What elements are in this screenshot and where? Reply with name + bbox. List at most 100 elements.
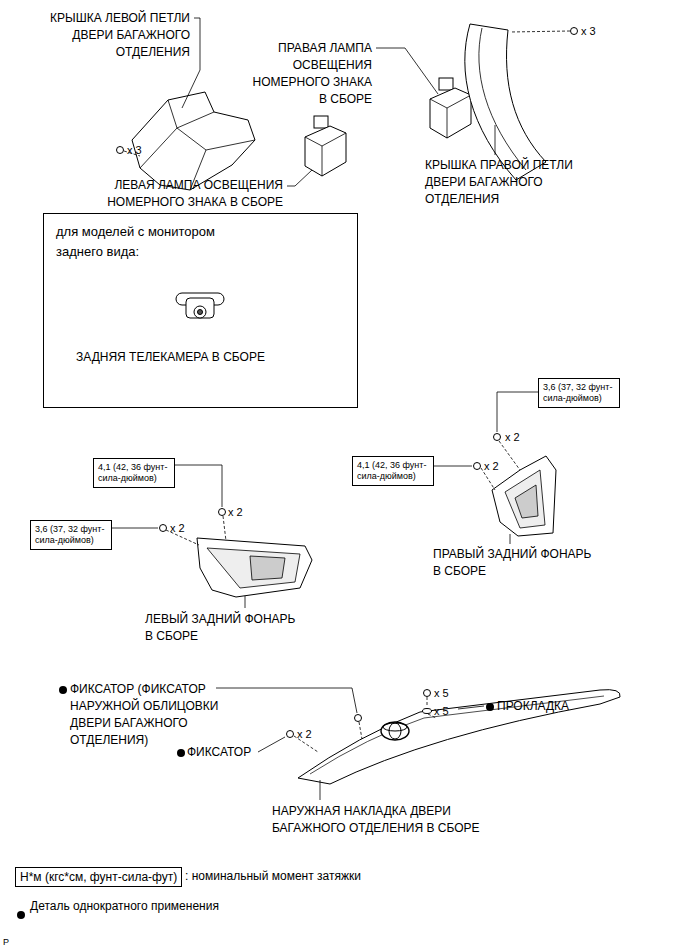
cover-edge [140,100,255,190]
right-hinge-cover [465,24,546,180]
label-holder: ФИКСАТОР (ФИКСАТОР НАРУЖНОЙ ОБЛИЦОВКИ ДВ… [70,681,230,749]
quantity: x 3 [581,24,596,38]
variant-box: для моделей с монитором заднего вида: ЗАД… [43,213,358,408]
leader-line [376,48,438,94]
assembly-line [510,31,570,32]
bolt [117,147,124,154]
page-mark: P [3,936,9,948]
torque-value: 4,1 (42, 36 фунт-сила-дюймов) [357,460,429,482]
label-holder: x 2 [170,521,185,535]
washer [423,709,432,714]
label-holder: КРЫШКА ЛЕВОЙ ПЕТЛИ ДВЕРИ БАГАЖНОГО ОТДЕЛ… [25,10,190,61]
lamp-connector [314,116,328,128]
leader-line [258,737,285,752]
cover-outline [132,92,255,190]
unit-text: Н*м (кгс*см, фунт-сила-фут) [20,869,177,885]
left-hinge-cover [132,92,255,190]
cover-outline [465,24,546,180]
lamp-lens [515,485,538,518]
leader-line [497,392,538,432]
one-time-dot [486,703,494,711]
leader-line [216,688,357,713]
label-holder: x 2 [228,505,243,519]
variant-heading: для моделей с монитором заднего вида: [56,222,241,262]
legend-holder: Деталь однократного применения [30,898,219,915]
fasteners [117,28,578,738]
emblem [381,722,409,740]
assembly-line [359,722,362,739]
leader-line [458,706,484,709]
bolt [474,463,481,470]
leader-line [434,466,472,467]
label-holder: ЛЕВАЯ ЛАМПА ОСВЕЩЕНИЯ НОМЕРНОГО ЗНАКА В … [83,177,283,211]
label-holder: P [3,936,9,948]
label-holder: x 3 [127,143,142,157]
legend-text: : номинальный момент затяжки [185,868,361,885]
quantity: x 2 [297,727,312,741]
label-holder: x 5 [434,704,449,718]
part-name: ПРАВЫЙ ЗАДНИЙ ФОНАРЬ В СБОРЕ [433,546,599,580]
part-name: ЛЕВЫЙ ЗАДНИЙ ФОНАРЬ В СБОРЕ [145,611,303,645]
lamp-lens [207,548,300,588]
lamp-body [430,88,471,138]
label-holder: ФИКСАТОР [187,744,251,761]
torque-box: 3,6 (37, 32 фунт-сила-дюймов) [30,520,112,550]
clip [287,731,294,738]
label-holder: x 5 [434,686,449,700]
bolt [571,28,578,35]
quantity: x 2 [228,505,243,519]
torque-box: 3,6 (37, 32 фунт-сила-дюймов) [538,378,620,408]
part-name: ЗАДНЯЯ ТЕЛЕКАМЕРА В СБОРЕ [76,349,345,366]
part-name: НАРУЖНАЯ НАКЛАДКА ДВЕРИ БАГАЖНОГО ОТДЕЛЕ… [272,803,487,837]
torque-box: 4,1 (42, 36 фунт-сила-дюймов) [93,458,175,488]
lamp-connector [439,78,453,90]
torque-value: 3,6 (37, 32 фунт-сила-дюймов) [543,382,615,404]
assembly-lines [124,31,570,752]
camera-lens [198,310,203,315]
leader-line [245,596,246,608]
part-name: ПРАВАЯ ЛАМПА ОСВЕЩЕНИЯ НОМЕРНОГО ЗНАКА В… [245,40,372,108]
part-name: ПРОКЛАДКА [497,698,569,715]
part-name: ФИКСАТОР [187,744,251,761]
bolt [219,509,226,516]
assembly-line [499,441,520,470]
label-holder: ПРАВАЯ ЛАМПА ОСВЕЩЕНИЯ НОМЕРНОГО ЗНАКА В… [245,40,372,108]
right-license-lamp [430,78,471,138]
cover-edge [479,28,526,170]
lamp-lens [505,470,545,528]
bolt [160,525,167,532]
label-holder: КРЫШКА ПРАВОЙ ПЕТЛИ ДВЕРИ БАГАЖНОГО ОТДЕ… [425,157,595,208]
one-time-dot [59,686,67,694]
label-holder: ПРАВЫЙ ЗАДНИЙ ФОНАРЬ В СБОРЕ [433,546,599,580]
leader-line [112,528,158,529]
nut [424,690,431,697]
torque-box: 4,1 (42, 36 фунт-сила-дюймов) [352,456,434,486]
left-license-lamp [305,116,346,176]
quantity: x 5 [434,704,449,718]
part-name: ФИКСАТОР (ФИКСАТОР НАРУЖНОЙ ОБЛИЦОВКИ ДВ… [70,681,230,749]
leader-line [175,465,222,507]
bolt [494,434,501,441]
label-holder: НАРУЖНАЯ НАКЛАДКА ДВЕРИ БАГАЖНОГО ОТДЕЛЕ… [272,803,487,837]
assembly-line [223,516,226,541]
part-name: КРЫШКА ЛЕВОЙ ПЕТЛИ ДВЕРИ БАГАЖНОГО ОТДЕЛ… [25,10,190,61]
clip [355,715,362,722]
label-holder: x 2 [505,430,520,444]
one-time-dot [177,749,185,757]
right-tail-lamp [492,456,556,536]
emblem [383,723,407,731]
quantity: x 5 [434,686,449,700]
part-name: ЛЕВАЯ ЛАМПА ОСВЕЩЕНИЯ НОМЕРНОГО ЗНАКА В … [83,177,283,211]
leader-line [510,534,511,544]
label-holder: x 2 [297,727,312,741]
camera-body [186,298,214,318]
legend-unit-box: Н*м (кгс*см, фунт-сила-фут) [15,867,182,887]
leader-line [287,170,312,186]
camera-lens [194,306,206,318]
legend-text: Деталь однократного применения [30,898,219,915]
lamp-edge [305,133,346,176]
label-holder: x 2 [484,459,499,473]
quantity: x 2 [484,459,499,473]
label-holder: ЛЕВЫЙ ЗАДНИЙ ФОНАРЬ В СБОРЕ [145,611,303,645]
